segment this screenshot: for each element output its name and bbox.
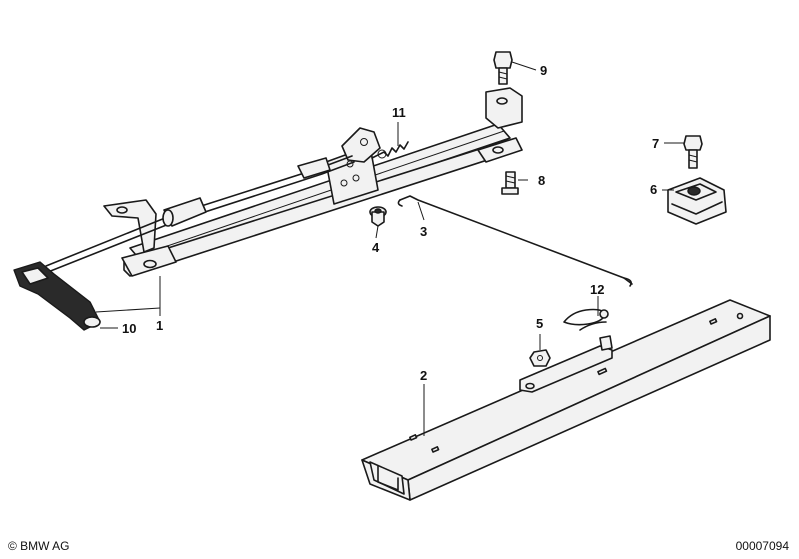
callout-5: 5 bbox=[536, 316, 543, 331]
clip-nut-part-6 bbox=[667, 177, 727, 225]
callouts: 1 2 3 4 5 6 7 8 9 10 11 12 bbox=[122, 63, 659, 383]
document-number: 00007094 bbox=[735, 539, 789, 553]
callout-1: 1 bbox=[156, 318, 163, 333]
connecting-rod-part-3 bbox=[397, 195, 633, 287]
tension-spring bbox=[371, 141, 409, 159]
callout-12: 12 bbox=[590, 282, 604, 297]
callout-10: 10 bbox=[122, 321, 136, 336]
callout-8: 8 bbox=[538, 173, 545, 188]
callout-11: 11 bbox=[392, 105, 406, 120]
callout-3: 3 bbox=[420, 224, 427, 239]
leader-lines bbox=[95, 61, 684, 436]
release-handle bbox=[13, 155, 355, 331]
copyright-label: © BMW AG bbox=[8, 539, 70, 553]
callout-2: 2 bbox=[420, 368, 427, 383]
plastic-insert-part-4 bbox=[369, 206, 387, 227]
spring-clip-part-12 bbox=[563, 308, 609, 331]
seat-rail-assembly bbox=[103, 87, 523, 277]
bolt-part-9 bbox=[493, 51, 513, 85]
callout-9: 9 bbox=[540, 63, 547, 78]
bolt-part-7 bbox=[683, 135, 703, 169]
nut-part-5 bbox=[529, 349, 551, 367]
lower-rail-part-2 bbox=[361, 299, 771, 501]
callout-4: 4 bbox=[372, 240, 380, 255]
callout-6: 6 bbox=[650, 182, 657, 197]
callout-7: 7 bbox=[652, 136, 659, 151]
bolt-part-8 bbox=[501, 171, 519, 195]
